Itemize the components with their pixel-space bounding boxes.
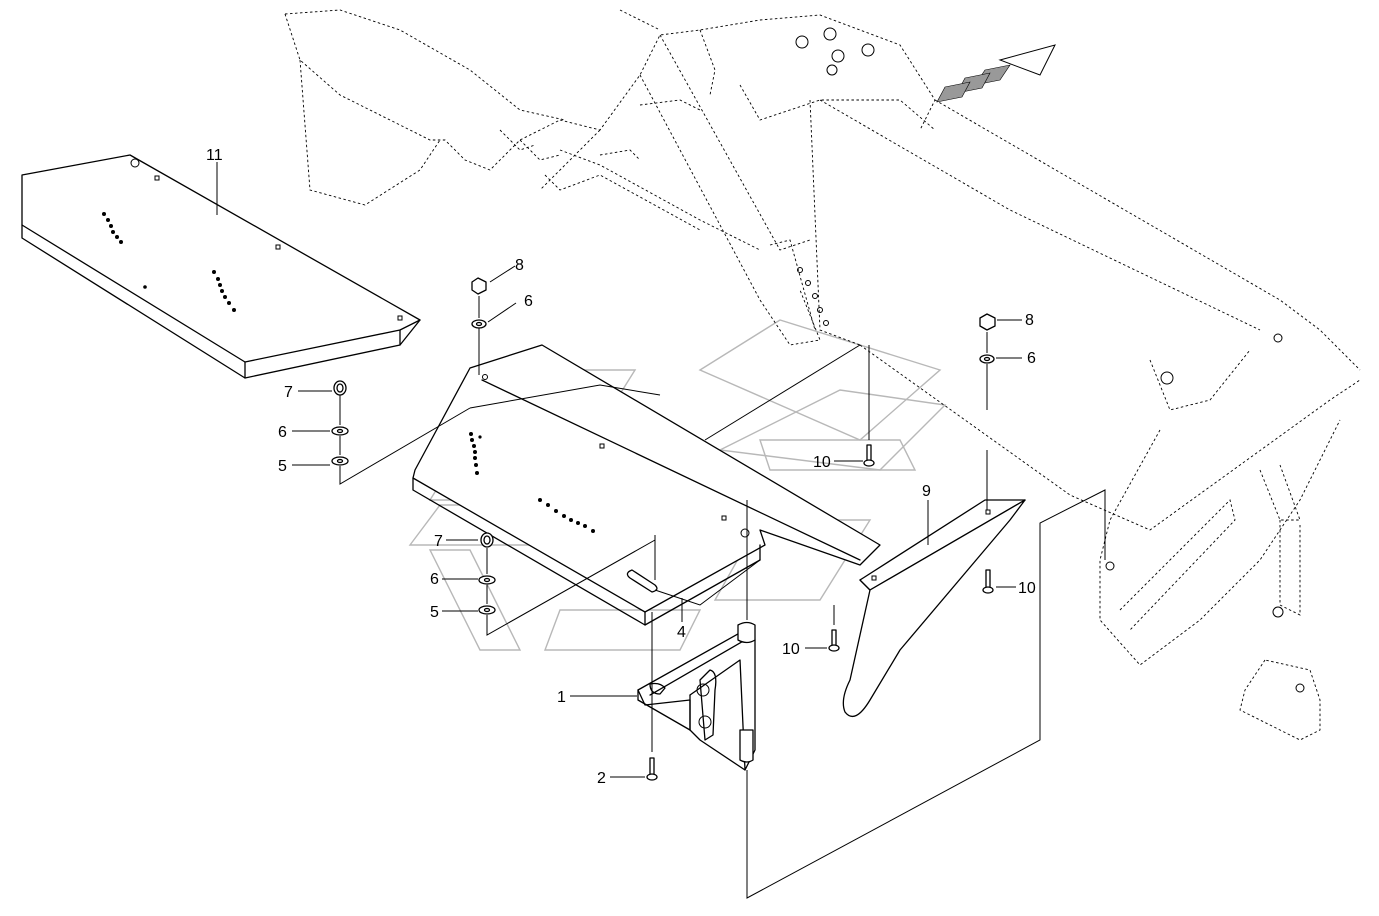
callout-5-left: 5 (278, 458, 287, 475)
callout-labels: 11 8 6 8 6 7 6 5 10 9 7 6 5 4 10 10 1 2 (206, 147, 1036, 787)
callout-7-middle: 7 (434, 533, 443, 550)
callout-6-left: 6 (278, 424, 287, 441)
direction-arrow-icon (936, 44, 1056, 103)
callout-11: 11 (206, 147, 223, 164)
callout-9: 9 (922, 483, 931, 500)
hardware (331, 277, 996, 781)
frame-holes (795, 27, 1305, 693)
callout-7-left: 7 (284, 384, 293, 401)
part-9-side-deflector (842, 499, 1026, 718)
callout-6-right: 6 (1027, 350, 1036, 367)
callout-1: 1 (557, 689, 566, 706)
callout-8-right: 8 (1025, 312, 1034, 329)
callout-5-middle: 5 (430, 604, 439, 621)
callout-6-middle: 6 (430, 571, 439, 588)
assembly-lines (339, 296, 1106, 899)
callout-4: 4 (677, 624, 686, 641)
callout-6-left-top: 6 (524, 293, 533, 310)
part-1-bracket (637, 621, 756, 771)
callout-leaders (216, 162, 1022, 778)
callout-10-top: 10 (813, 454, 831, 471)
callout-10-bottom: 10 (782, 641, 800, 658)
callout-10-right: 10 (1018, 580, 1036, 597)
callout-2: 2 (597, 770, 606, 787)
callout-8-left: 8 (515, 257, 524, 274)
mower-frame-outline (284, 9, 1361, 741)
part-11-cover-plate (21, 154, 421, 379)
part-4-guard-plate (412, 344, 881, 626)
